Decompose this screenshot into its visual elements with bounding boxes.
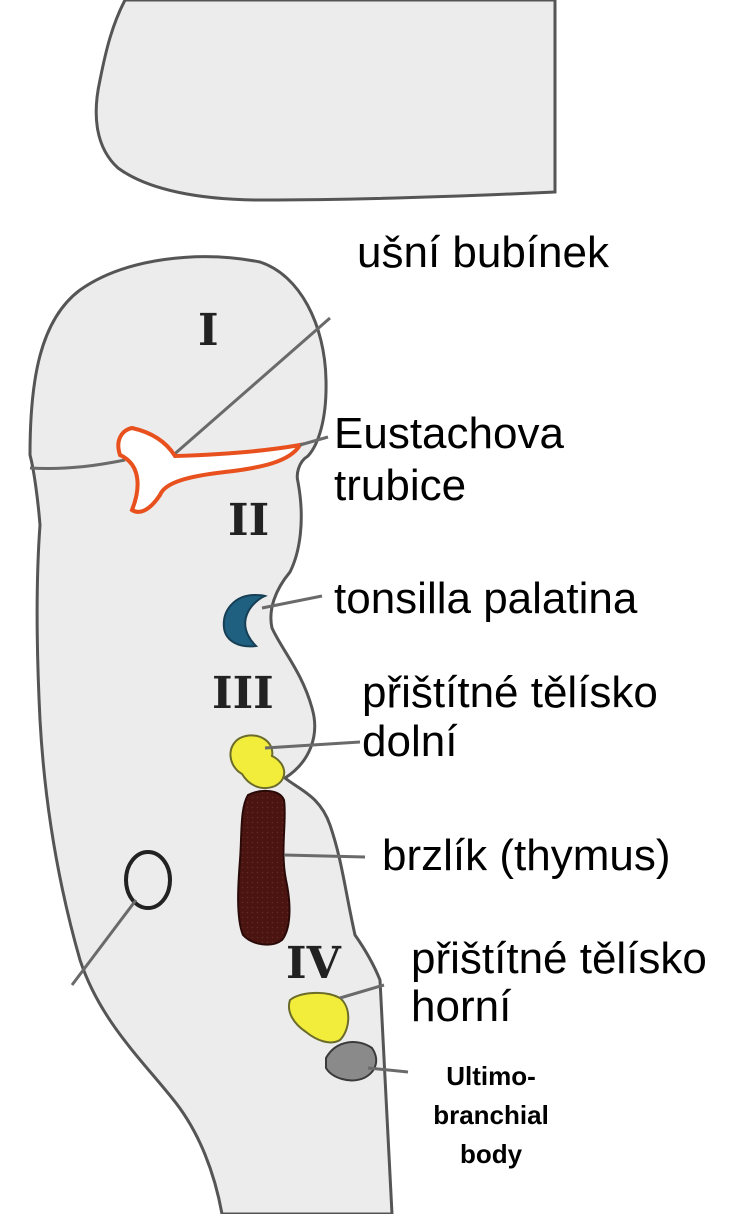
label-upper-parathyroid-line1: přištítné tělísko [411,934,707,983]
pouch-numeral-1: I [198,305,219,356]
ultimobranchial-body [326,1042,376,1080]
label-tonsil: tonsilla palatina [334,574,638,623]
thymus-leader [284,855,365,857]
label-upper-parathyroid-line2: horní [411,982,512,1031]
label-eustachian-line1: Eustachova [334,409,564,458]
pouch-numeral-3: III [212,668,274,719]
label-eardrum: ušní bubínek [357,228,610,277]
pouch-numeral-2: II [228,495,269,546]
label-ultimobranchial-line3: body [460,1139,523,1169]
pouch-numeral-4: IV [286,938,342,989]
label-lower-parathyroid-line1: přištítné tělísko [362,668,658,717]
label-eustachian-line2: trubice [334,461,466,510]
label-ultimobranchial-line2: branchial [433,1100,549,1130]
label-lower-parathyroid-line2: dolní [362,717,458,766]
label-ultimobranchial-line1: Ultimo- [446,1061,536,1091]
upper-tissue [96,0,555,200]
label-thymus: brzlík (thymus) [382,831,670,880]
thymus [238,791,289,945]
